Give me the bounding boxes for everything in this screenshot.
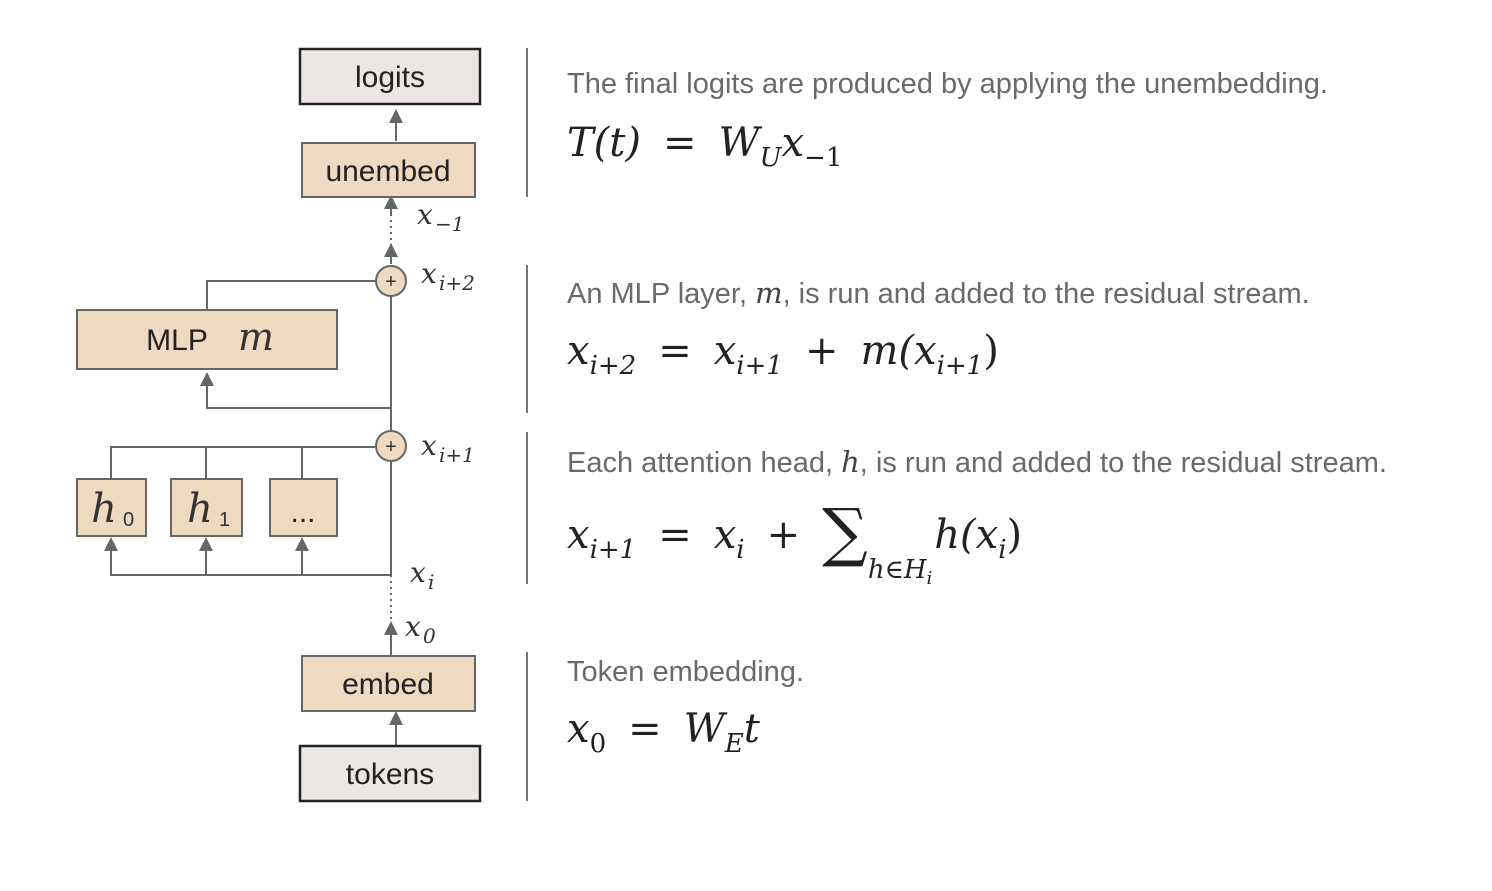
- label-x-i: x i: [410, 556, 434, 594]
- embed-equation: x0=WEt: [567, 706, 760, 759]
- label-x-i-plus-1: x i+1: [421, 429, 475, 467]
- svg-text:x: x: [421, 257, 437, 290]
- logits-label: logits: [355, 61, 425, 94]
- head-1-box: h 1: [170, 478, 243, 537]
- svg-text:i: i: [428, 570, 434, 594]
- attention-equation: xi+1=xi+∑h∈Hih(xi): [567, 496, 1023, 589]
- head-more-label: ...: [290, 496, 315, 529]
- mlp-box: MLP m: [76, 309, 338, 370]
- head-0-subscript: 0: [123, 509, 134, 531]
- svg-text:i+2: i+2: [439, 271, 475, 295]
- logits-box: logits: [298, 47, 482, 106]
- summation-symbol: ∑: [822, 496, 868, 570]
- head-0-box: h 0: [76, 478, 147, 537]
- attention-branch-lines: [104, 446, 391, 576]
- tokens-label: tokens: [346, 758, 434, 791]
- mlp-label: MLP: [146, 324, 208, 357]
- unembed-label: unembed: [325, 155, 450, 188]
- svg-text:0: 0: [423, 624, 436, 648]
- svg-text:x: x: [417, 198, 433, 231]
- residual-stream: [384, 109, 403, 745]
- add-symbol: +: [385, 271, 397, 293]
- svg-text:i+1: i+1: [439, 443, 475, 467]
- svg-text:x: x: [405, 610, 421, 643]
- head-1-subscript: 1: [219, 509, 230, 531]
- embed-label: embed: [342, 668, 434, 701]
- mlp-branch-lines: [200, 280, 391, 409]
- mlp-equation: xi+2=xi+1+m(xi+1): [567, 328, 999, 381]
- unembed-box: unembed: [301, 142, 476, 198]
- head-0-label: h: [91, 486, 117, 532]
- head-1-label: h: [187, 486, 213, 532]
- label-x-0: x 0: [405, 610, 436, 648]
- add-symbol: +: [385, 436, 397, 458]
- label-x-i-plus-2: x i+2: [421, 257, 475, 295]
- embed-description: Token embedding.: [567, 656, 804, 688]
- unembed-description: The final logits are produced by applyin…: [567, 68, 1328, 100]
- tokens-box: tokens: [298, 744, 482, 803]
- add-node-mlp: +: [375, 265, 407, 297]
- mlp-description: An MLP layer, m, is run and added to the…: [567, 276, 1310, 310]
- unembed-equation: T(t)=WUx−1: [567, 120, 843, 173]
- svg-text:−1: −1: [435, 212, 464, 236]
- attention-description: Each attention head, h, is run and added…: [567, 445, 1387, 479]
- add-node-attention: +: [375, 430, 407, 462]
- svg-text:x: x: [421, 429, 437, 462]
- embed-box: embed: [301, 655, 476, 712]
- mlp-symbol: m: [238, 315, 274, 359]
- svg-text:x: x: [410, 556, 426, 589]
- head-more-box: ...: [269, 478, 338, 537]
- label-x-last: x −1: [417, 198, 464, 236]
